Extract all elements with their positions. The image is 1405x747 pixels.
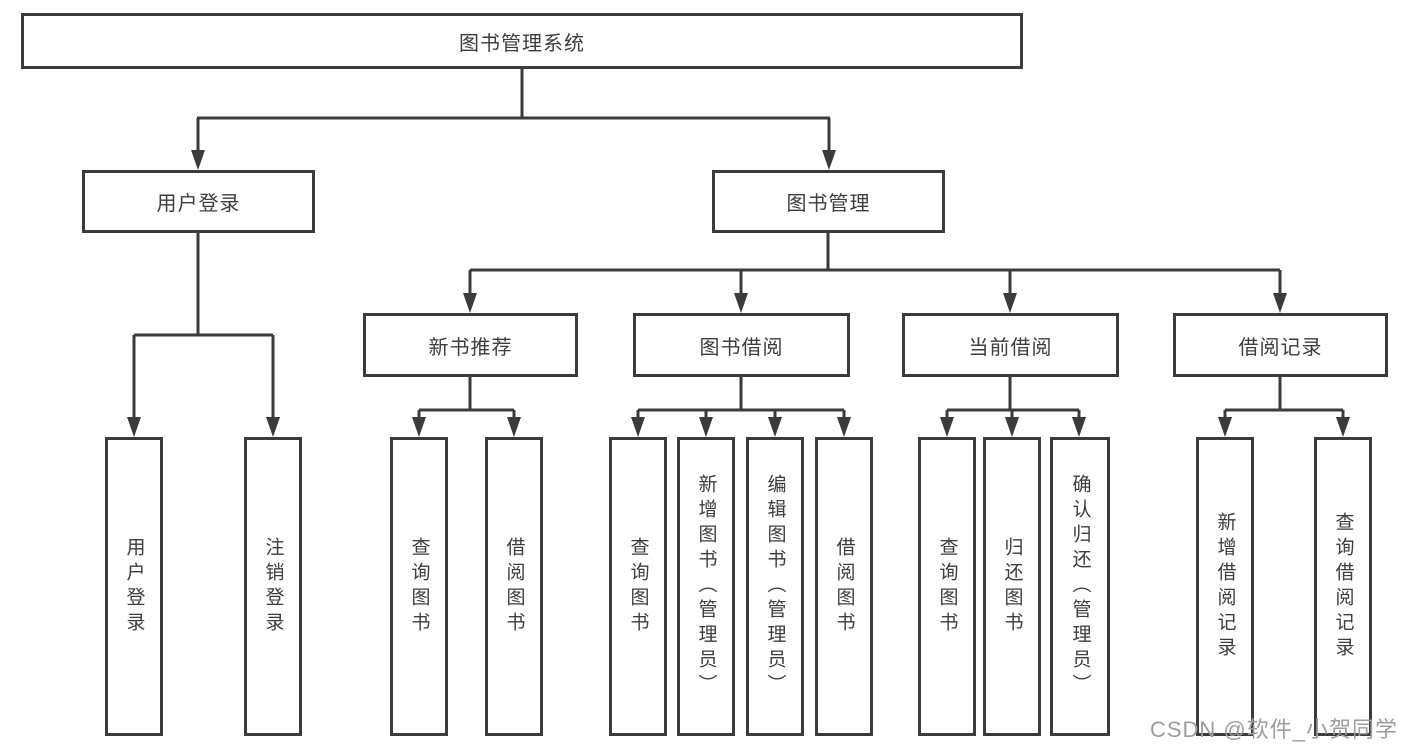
csdn-watermark: CSDN @软件_小贺同学 bbox=[1149, 717, 1398, 742]
node-label: 当前借阅 bbox=[968, 336, 1053, 359]
node-label: 查询借阅记录 bbox=[1332, 511, 1354, 662]
leaf-borrow-books-recommend: 借阅图书 bbox=[485, 437, 543, 736]
leaf-query-books-current: 查询图书 bbox=[918, 437, 976, 736]
leaf-add-borrow-record: 新增借阅记录 bbox=[1196, 437, 1254, 736]
tree-branch-lines bbox=[132, 69, 1345, 433]
node-label: 注销登录 bbox=[262, 536, 284, 637]
node-label: 借阅图书 bbox=[833, 536, 855, 637]
leaf-edit-books-admin: 编辑图书（管理员） bbox=[746, 437, 804, 736]
node-label: 图书管理系统 bbox=[459, 32, 585, 55]
node-label: 编辑图书（管理员） bbox=[764, 474, 786, 699]
node-library-system: 图书管理系统 bbox=[21, 13, 1023, 69]
node-book-management: 图书管理 bbox=[712, 170, 945, 233]
node-borrowing-records: 借阅记录 bbox=[1173, 313, 1388, 377]
leaf-query-books-borrow: 查询图书 bbox=[609, 437, 667, 736]
node-new-book-recommend: 新书推荐 bbox=[363, 313, 578, 377]
node-label: 借阅记录 bbox=[1238, 336, 1323, 359]
node-label: 新增图书（管理员） bbox=[695, 474, 717, 699]
leaf-user-login: 用户登录 bbox=[105, 437, 163, 736]
node-label: 查询图书 bbox=[408, 536, 430, 637]
node-user-login: 用户登录 bbox=[82, 170, 315, 233]
node-current-borrowing: 当前借阅 bbox=[902, 313, 1119, 377]
node-label: 用户登录 bbox=[123, 536, 145, 637]
node-label: 确认归还（管理员） bbox=[1069, 474, 1091, 699]
node-label: 图书借阅 bbox=[699, 336, 784, 359]
leaf-query-borrow-record: 查询借阅记录 bbox=[1314, 437, 1372, 736]
leaf-logout: 注销登录 bbox=[244, 437, 302, 736]
node-book-borrowing: 图书借阅 bbox=[633, 313, 850, 377]
leaf-return-books: 归还图书 bbox=[983, 437, 1041, 736]
leaf-query-books-recommend: 查询图书 bbox=[390, 437, 448, 736]
leaf-borrow-books: 借阅图书 bbox=[815, 437, 873, 736]
node-label: 查询图书 bbox=[936, 536, 958, 637]
node-label: 新增借阅记录 bbox=[1214, 511, 1236, 662]
node-label: 借阅图书 bbox=[503, 536, 525, 637]
leaf-add-books-admin: 新增图书（管理员） bbox=[677, 437, 735, 736]
node-label: 图书管理 bbox=[786, 193, 871, 215]
node-label: 查询图书 bbox=[627, 536, 649, 637]
arrowhead-icons bbox=[127, 150, 1350, 437]
node-label: 归还图书 bbox=[1001, 536, 1023, 637]
node-label: 用户登录 bbox=[156, 193, 241, 215]
leaf-confirm-return-admin: 确认归还（管理员） bbox=[1050, 437, 1110, 736]
node-label: 新书推荐 bbox=[428, 336, 513, 359]
